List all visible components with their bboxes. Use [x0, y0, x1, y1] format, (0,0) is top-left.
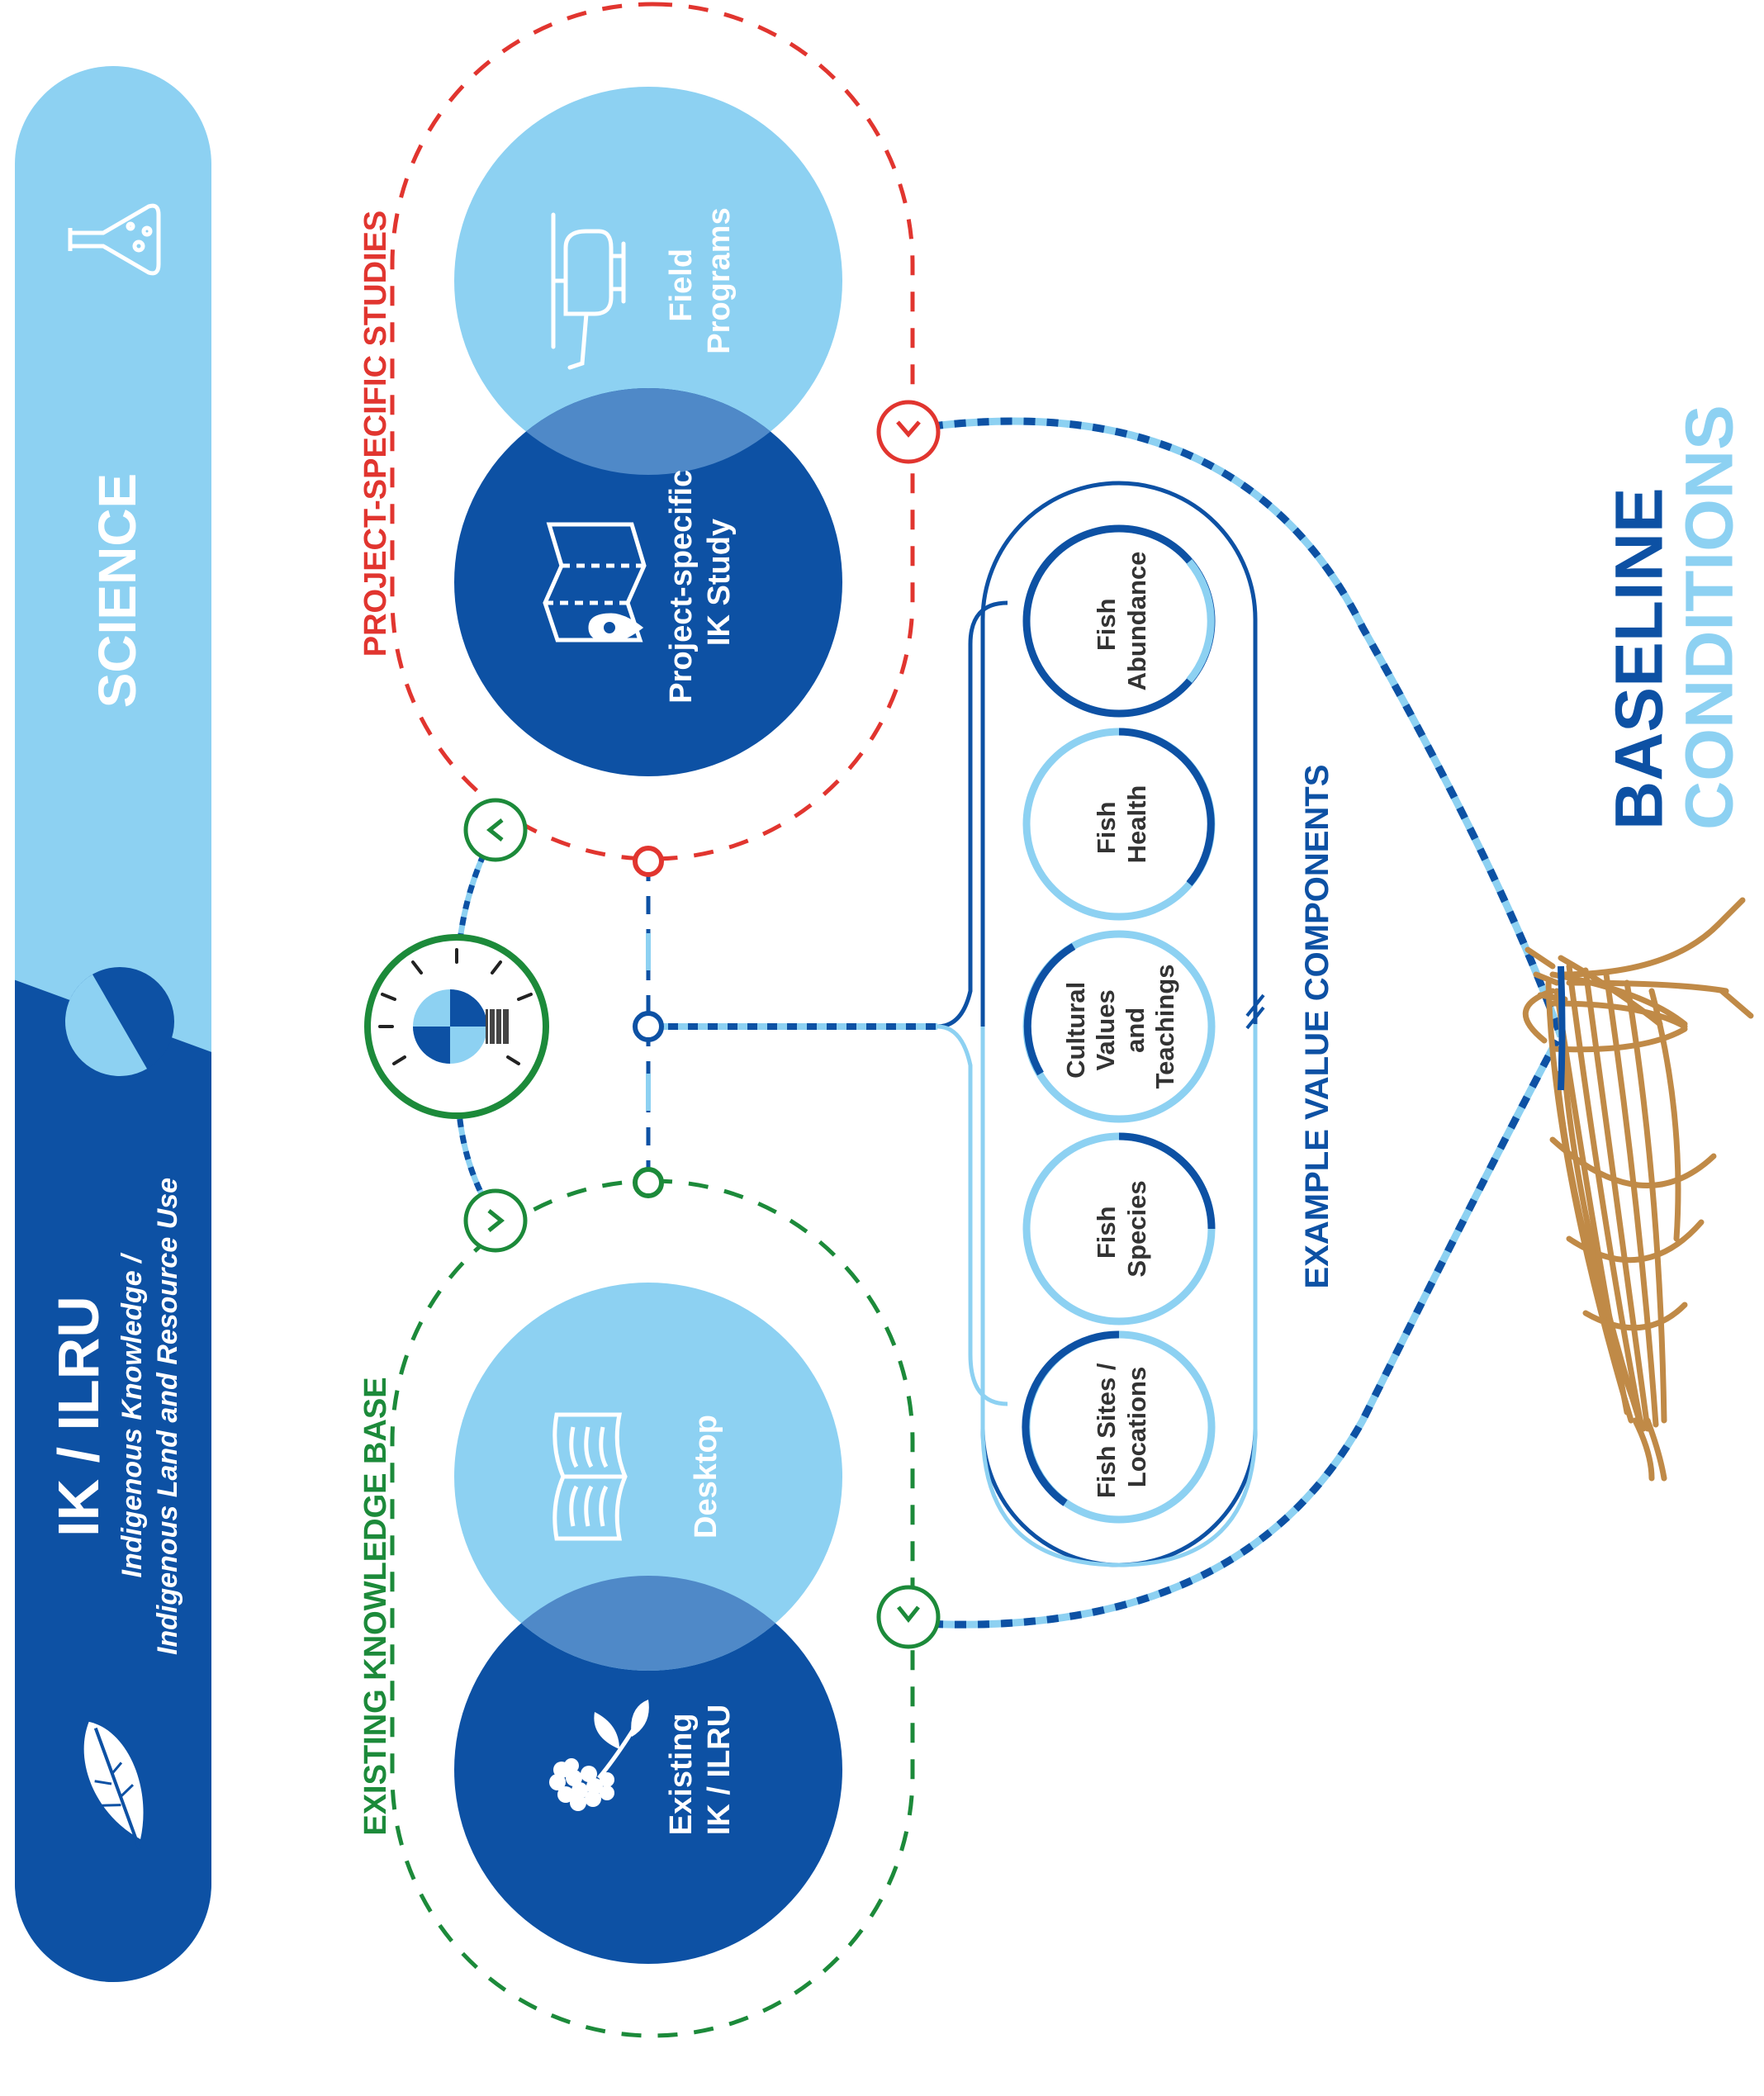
svg-text:Fish Abundance: Fish Abundance: [1092, 552, 1151, 691]
vc-label-fish-sites-1: Fish Sites /: [1092, 1363, 1121, 1498]
vc-label-fish-species-2: Species: [1122, 1180, 1151, 1277]
chevron-node-existing-top: [463, 1188, 528, 1253]
svg-text:Project-specific IK Stud: Project-specific IK Study: [664, 461, 737, 704]
field-programs-label-2: Programs: [702, 207, 737, 353]
node-project-bottom: [633, 846, 664, 877]
flask-icon: [68, 203, 161, 276]
category-band: [15, 66, 211, 1982]
desktop-label: Desktop: [689, 1415, 723, 1539]
helicopter-icon: [551, 212, 626, 370]
ik-title: IK / ILRU: [46, 1296, 111, 1537]
vc-circles: [1022, 524, 1216, 1524]
existing-ik-label-2: IK / ILRU: [702, 1705, 737, 1835]
vc-label-fish-abundance-1: Fish: [1092, 598, 1121, 651]
vc-heading: EXAMPLE VALUE COMPONENTS: [1299, 765, 1335, 1289]
baseline-word1: BASELINE: [1602, 487, 1677, 830]
svg-text:Fish Sites / Locations: Fish Sites / Locations: [1092, 1356, 1151, 1498]
project-ik-study-label-2: IK Study: [702, 519, 737, 646]
basket-tie: [1558, 965, 1566, 1091]
lightbulb-puzzle-icon: [364, 934, 549, 1119]
vc-label-fish-abundance-2: Abundance: [1122, 552, 1151, 691]
svg-text:Fish Health: Fish Health: [1092, 785, 1151, 864]
field-programs-label-1: Field: [664, 249, 699, 322]
plant-icon: [549, 1700, 649, 1811]
desktop-circle: [454, 1283, 842, 1671]
existing-ik-label-1: Existing: [664, 1713, 699, 1835]
node-existing-top: [633, 1167, 664, 1198]
project-ik-study-label-1: Project-specific: [664, 470, 699, 704]
vc-label-cultural-4: Teachings: [1150, 964, 1179, 1088]
existing-knowledge-label: EXISTING KNOWLEDGE BASE: [358, 1377, 393, 1835]
existing-ik-circle: [454, 1576, 842, 1964]
vc-label-fish-sites-2: Locations: [1122, 1367, 1151, 1487]
map-pin-icon: [543, 522, 647, 643]
svg-text:Cultural Values an: Cultural Values and Teachings: [1061, 964, 1179, 1088]
vc-label-fish-health-2: Health: [1122, 785, 1151, 864]
project-studies-label: PROJECT-SPECIFIC STUDIES: [358, 211, 393, 657]
science-title: SCIENCE: [88, 473, 147, 709]
project-ik-study-circle: [454, 388, 842, 776]
chevron-node-existing: [876, 1585, 941, 1649]
svg-text:Field Programs: Field Programs: [664, 207, 737, 353]
chevron-node-project-top: [463, 798, 528, 862]
svg-text:Fish Species: Fish Species: [1092, 1180, 1151, 1277]
svg-text:Existing IK / ILRU: Existing IK / ILRU: [664, 1705, 737, 1835]
rope-existing-to-basket: [908, 1038, 1560, 1629]
vc-label-fish-species-1: Fish: [1092, 1206, 1121, 1259]
rope-field-to-basket: [908, 417, 1565, 1038]
ik-subtitle-line1: Indigenous Knowledge /: [116, 1252, 148, 1578]
vc-label-cultural-2: Values: [1091, 989, 1120, 1070]
feather-icon: [83, 1721, 144, 1849]
vc-label-cultural-3: and: [1121, 1008, 1150, 1053]
book-icon: [552, 1412, 628, 1541]
baseline-word2: CONDITIONS: [1672, 405, 1747, 830]
half-moon-icon: [65, 967, 174, 1076]
vc-label-fish-health-1: Fish: [1092, 801, 1121, 854]
field-programs-circle: [454, 87, 842, 475]
node-center: [633, 1011, 664, 1042]
project-studies-outline: [390, 2, 915, 861]
vc-label-cultural-1: Cultural: [1061, 982, 1090, 1079]
chevron-node-field: [876, 400, 941, 464]
ik-subtitle-line2: Indigenous Land and Resource Use: [152, 1178, 183, 1655]
